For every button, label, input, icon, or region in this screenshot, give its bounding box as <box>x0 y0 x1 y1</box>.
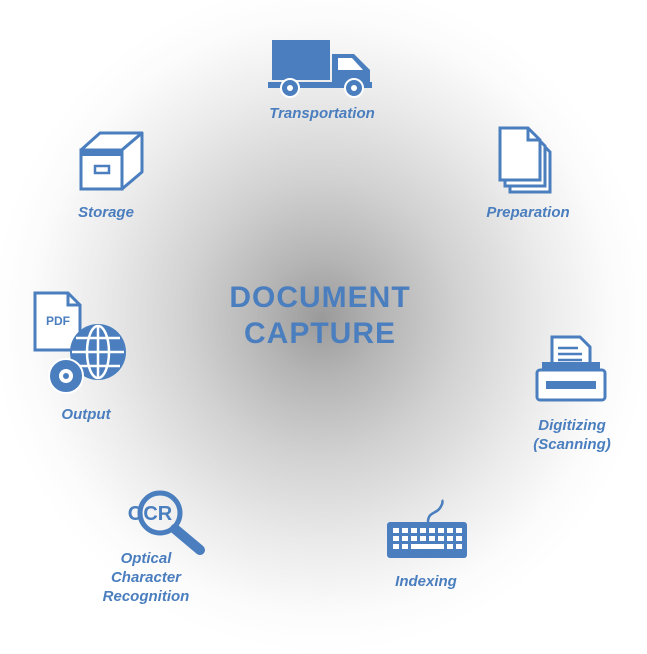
title-line-1: DOCUMENT <box>229 281 411 314</box>
storage-box-icon <box>79 131 144 191</box>
step-label-storage: Storage <box>78 204 134 221</box>
pdf-icon-text: PDF <box>46 314 70 328</box>
printer-scanner-icon <box>535 335 607 402</box>
ocr-icon-text: OCR <box>128 503 173 525</box>
keyboard-icon <box>387 499 467 558</box>
ocr-label-line-1: Optical <box>120 550 172 567</box>
step-label-preparation: Preparation <box>486 204 570 221</box>
ocr-label-line-2: Character <box>110 569 182 586</box>
digitizing-label-line-1: Digitizing <box>538 417 606 434</box>
ocr-magnifier-icon: OCR <box>128 490 205 555</box>
title-line-2: CAPTURE <box>243 317 396 350</box>
digitizing-label-line-2: (Scanning) <box>533 436 611 453</box>
step-label-ocr: Optical Character Recognition <box>86 549 206 606</box>
truck-icon <box>268 40 372 98</box>
documents-stack-icon <box>498 126 552 194</box>
diagram-title: DOCUMENT CAPTURE <box>170 280 470 352</box>
step-label-digitizing: Digitizing (Scanning) <box>512 416 632 454</box>
pdf-globe-disc-icon: PDF <box>33 291 126 394</box>
step-label-indexing: Indexing <box>395 573 457 590</box>
step-label-transportation: Transportation <box>269 105 375 122</box>
ocr-label-line-3: Recognition <box>102 588 190 605</box>
step-label-output: Output <box>61 406 111 423</box>
